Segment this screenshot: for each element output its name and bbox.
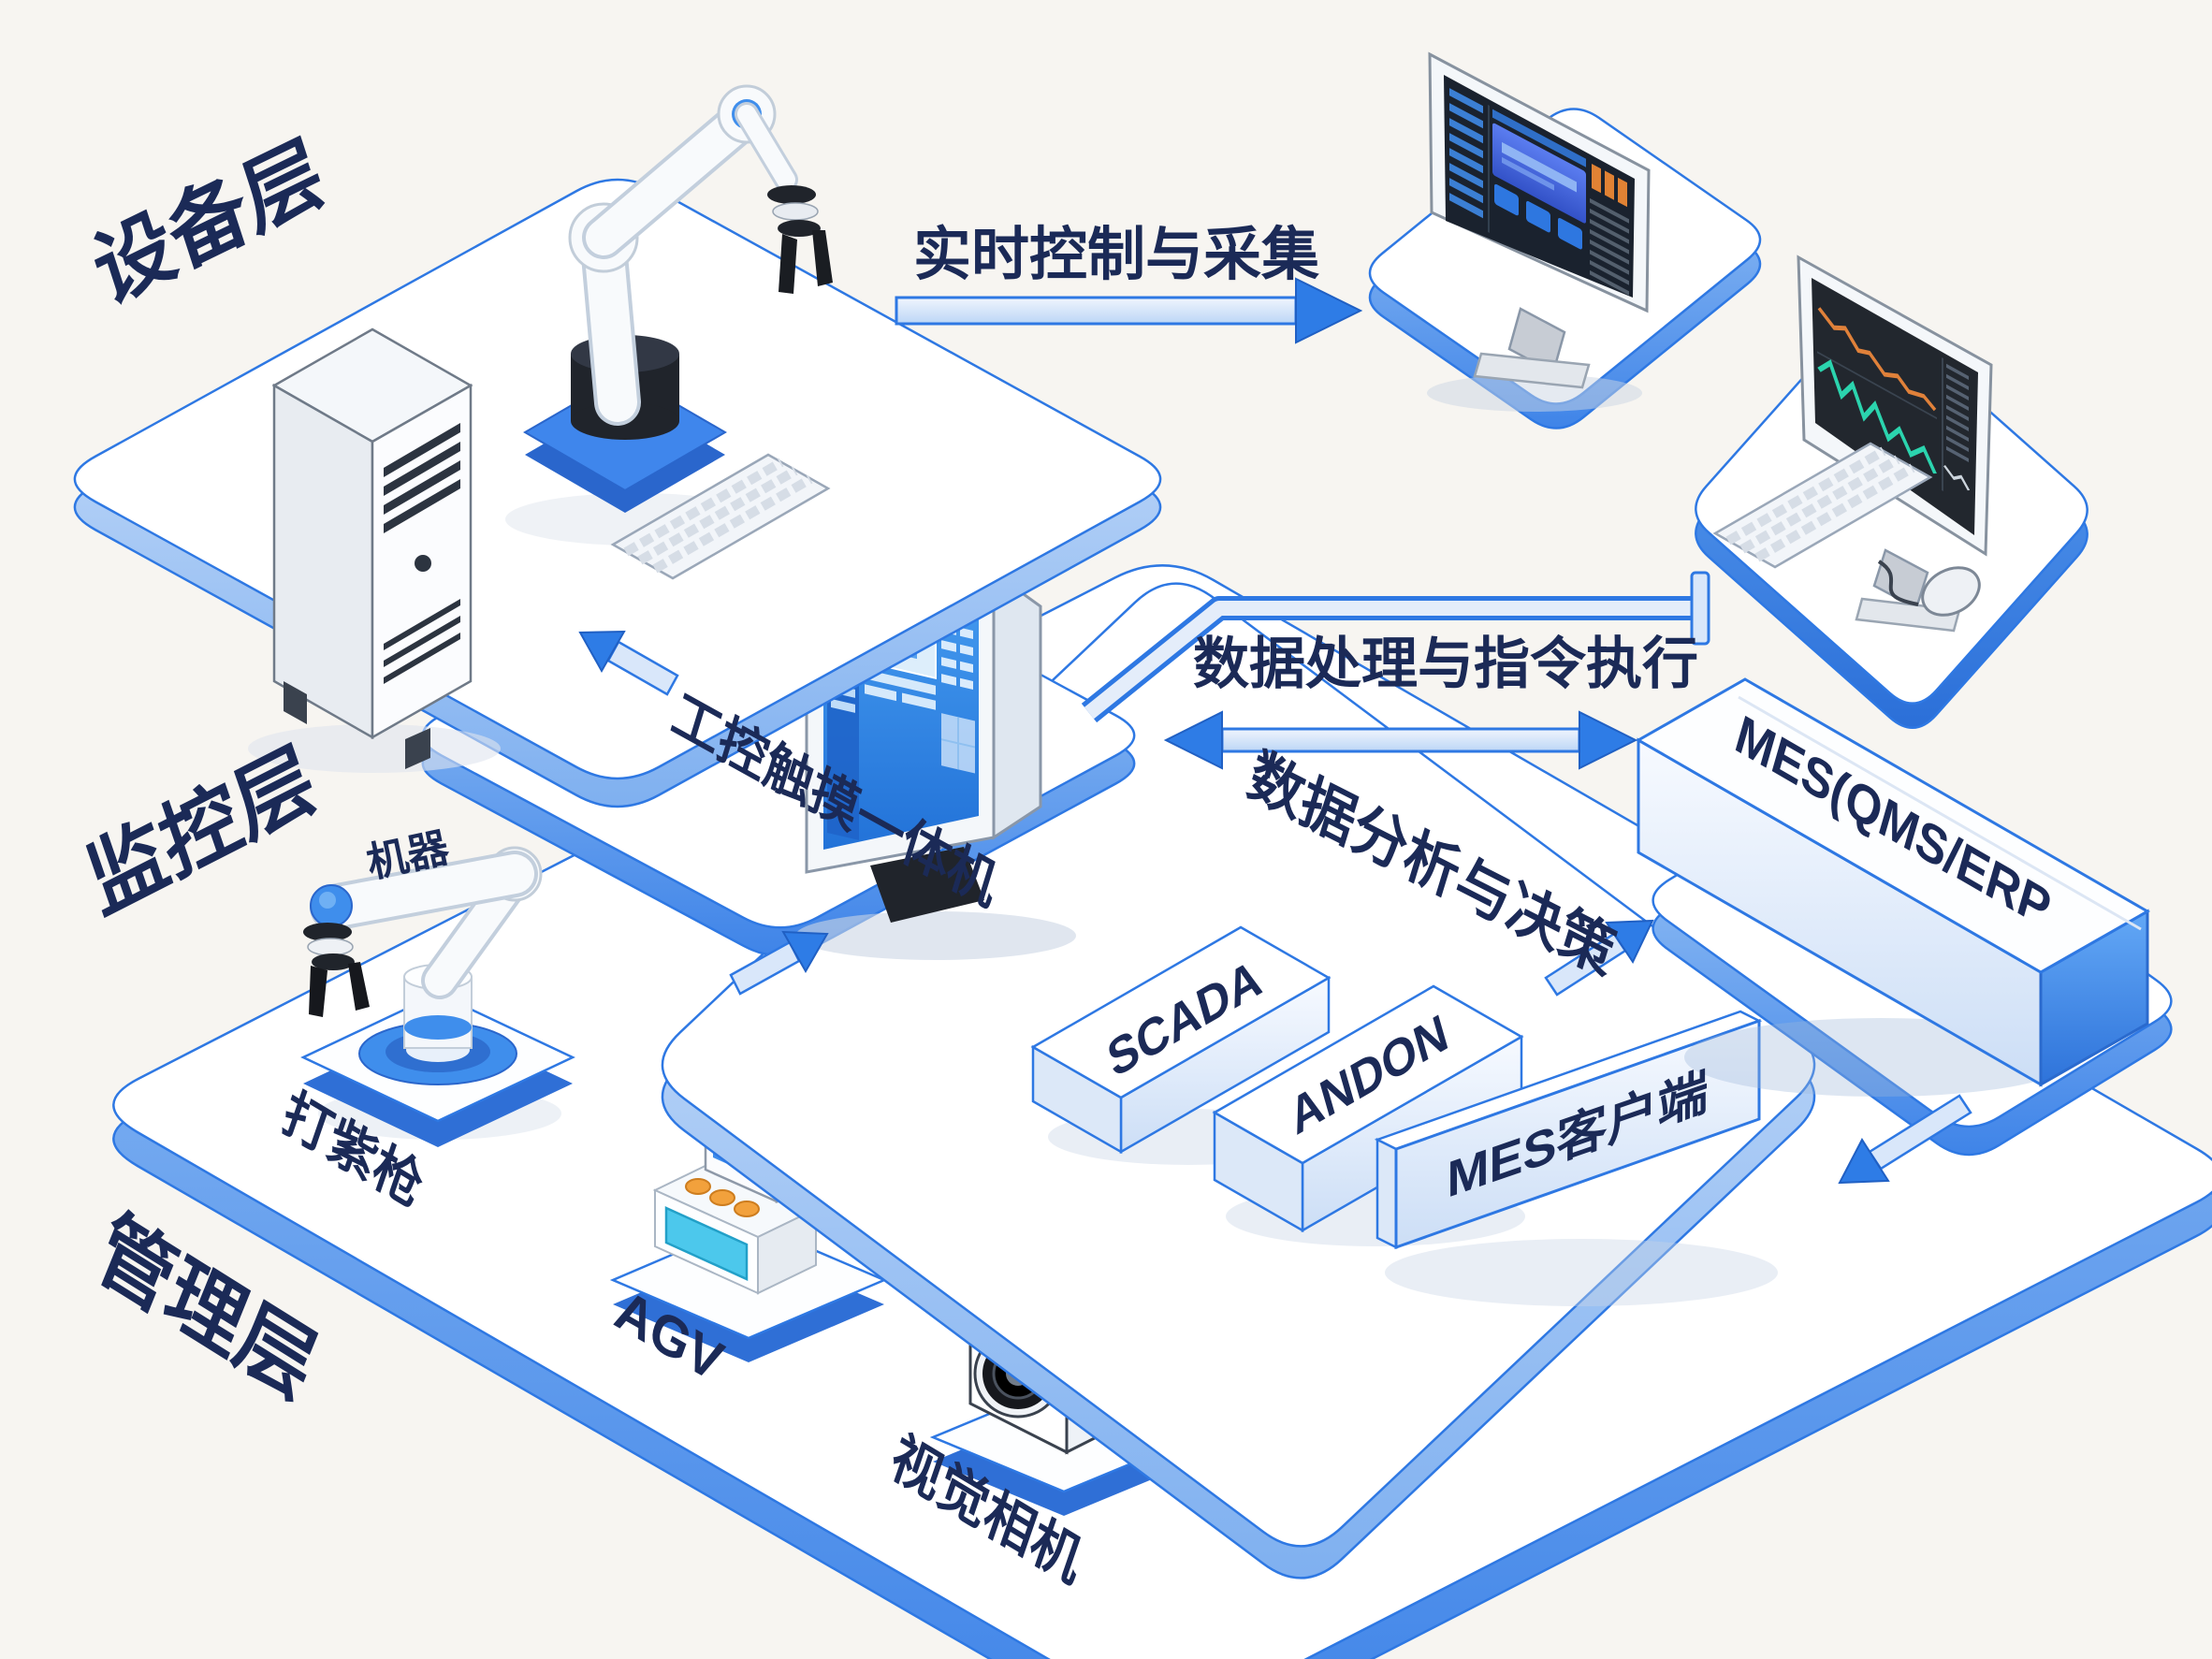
arrow-to-mes <box>1544 919 1654 997</box>
flow-label-realtime: 实时控制与采集 <box>912 223 1319 287</box>
gripper-icon <box>303 923 370 1017</box>
arrow-to-device-layer <box>578 630 679 696</box>
server-tower <box>248 327 501 773</box>
flow-processing-pipe <box>1081 571 1710 723</box>
agv-screen <box>664 1206 749 1281</box>
mouse-cable <box>1877 560 1919 606</box>
arrow-to-touch-pc <box>729 930 829 996</box>
charts-screen-ui <box>1817 307 1971 492</box>
workstation-keyboard <box>1712 442 1933 569</box>
device-keyboard <box>610 453 831 580</box>
dashboard-monitor <box>1427 51 1651 412</box>
flow-analysis-double-arrow <box>1163 710 1638 770</box>
tightening-gun-robot <box>300 846 575 1147</box>
arrow-from-mes <box>1838 1094 1972 1185</box>
mes-client-block <box>1374 1010 1778 1306</box>
mes-suite-block <box>1635 677 2151 1097</box>
gripper-icon <box>767 185 833 294</box>
dashboard-screen-ui <box>1449 88 1629 296</box>
flow-label-processing: 数据处理与指令执行 <box>1193 633 1698 695</box>
flow-realtime-arrow <box>895 277 1363 344</box>
workstation-monitor <box>1797 255 1993 633</box>
mouse <box>1921 566 1981 617</box>
monitor-stand <box>870 847 984 923</box>
